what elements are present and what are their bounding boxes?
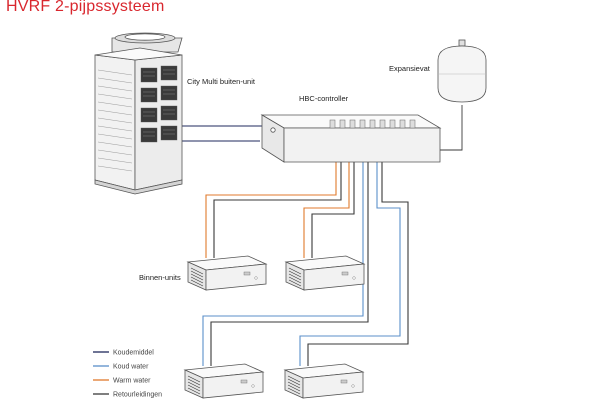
outdoor-unit <box>94 32 183 195</box>
indoor-unit-1 <box>187 255 267 291</box>
diagram-title: HVRF 2-pijpssysteem <box>6 0 165 15</box>
legend: Koudemiddel Koud water Warm water Retour… <box>93 350 162 399</box>
indoor-unit-3 <box>184 363 264 399</box>
legend-label-cold-water: Koud water <box>113 364 149 371</box>
return-pipe-unit-1 <box>213 138 342 258</box>
legend-label-warm-water: Warm water <box>113 378 151 385</box>
hbc-controller-label: HBC-controller <box>299 94 349 103</box>
legend-label-refrigerant: Koudemiddel <box>113 350 154 357</box>
expansion-vessel <box>437 39 487 103</box>
warm-pipe-unit-2 <box>303 135 350 258</box>
outdoor-unit-label: City Multi buiten-unit <box>187 77 256 86</box>
return-pipe-unit-2 <box>311 138 355 258</box>
cold-pipe-unit-4 <box>299 135 401 366</box>
indoor-unit-4 <box>284 363 364 399</box>
return-pipe-unit-4 <box>307 138 409 366</box>
pipes <box>182 105 463 366</box>
expansion-vessel-label: Expansievat <box>389 64 431 73</box>
return-pipe-unit-3 <box>210 138 369 366</box>
cold-pipe-unit-3 <box>202 135 364 366</box>
indoor-unit-2 <box>285 255 365 291</box>
warm-pipe-unit-1 <box>205 135 337 258</box>
expansion-pipe <box>430 105 463 151</box>
legend-label-return: Retourleidingen <box>113 392 162 399</box>
hbc-controller <box>260 114 442 163</box>
indoor-units-label: Binnen-units <box>139 273 181 282</box>
